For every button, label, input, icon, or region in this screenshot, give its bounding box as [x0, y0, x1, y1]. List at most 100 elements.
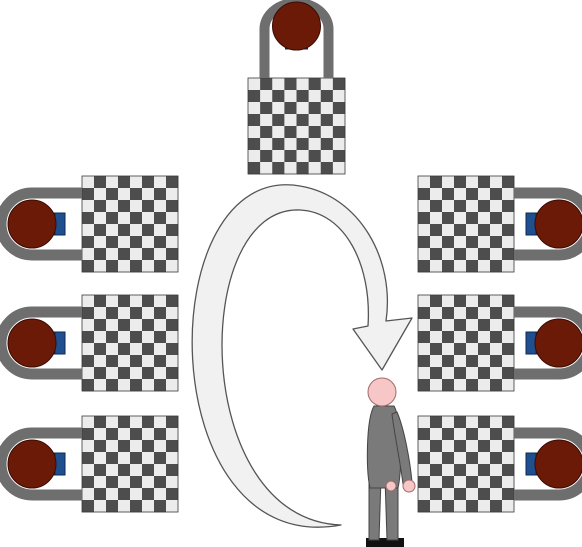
board-square [94, 212, 106, 224]
board-square [154, 452, 166, 464]
board-square [478, 295, 490, 307]
board-square [272, 150, 284, 162]
board-square [118, 224, 130, 236]
player-head [8, 200, 56, 248]
board-square [478, 248, 490, 260]
board-square [418, 476, 430, 488]
board-square [333, 150, 345, 162]
board-square [130, 319, 142, 331]
chessboard [418, 176, 514, 272]
board-square [272, 126, 284, 138]
board-square [490, 428, 502, 440]
board-square [142, 319, 154, 331]
board-square [118, 307, 130, 319]
board-square [142, 488, 154, 500]
board-square [130, 176, 142, 188]
board-square [106, 236, 118, 248]
board-square [430, 212, 442, 224]
board-square [130, 212, 142, 224]
board-square [284, 138, 296, 150]
board-square [82, 212, 94, 224]
board-square [502, 236, 514, 248]
board-square [490, 319, 502, 331]
board-square [454, 464, 466, 476]
board-square [82, 307, 94, 319]
board-square [478, 319, 490, 331]
board-square [166, 295, 178, 307]
player-head [535, 200, 582, 248]
board-square [490, 331, 502, 343]
board-square [166, 428, 178, 440]
board-square [166, 476, 178, 488]
board-square [321, 90, 333, 102]
board-square [272, 138, 284, 150]
board-square [118, 200, 130, 212]
board-square [130, 200, 142, 212]
board-square [248, 114, 260, 126]
chessboard [418, 416, 514, 512]
board-square [260, 102, 272, 114]
board-square [94, 248, 106, 260]
board-square [154, 367, 166, 379]
board-square [142, 248, 154, 260]
board-square [442, 319, 454, 331]
board-square [248, 162, 260, 174]
board-square [442, 428, 454, 440]
board-square [466, 428, 478, 440]
board-square [94, 500, 106, 512]
board-square [248, 150, 260, 162]
board-square [478, 200, 490, 212]
board-square [418, 224, 430, 236]
table-top [248, 2, 345, 174]
board-square [454, 500, 466, 512]
board-square [82, 500, 94, 512]
board-square [297, 78, 309, 90]
board-square [478, 367, 490, 379]
board-square [454, 440, 466, 452]
board-square [272, 90, 284, 102]
board-square [418, 452, 430, 464]
board-square [118, 319, 130, 331]
board-square [154, 248, 166, 260]
seated-player [1, 433, 82, 495]
table-right-2 [418, 295, 582, 391]
board-square [82, 188, 94, 200]
board-square [248, 138, 260, 150]
board-square [94, 236, 106, 248]
board-square [142, 188, 154, 200]
board-square [442, 260, 454, 272]
chessboard [248, 78, 345, 174]
board-square [490, 476, 502, 488]
board-square [418, 188, 430, 200]
board-square [502, 188, 514, 200]
board-square [333, 114, 345, 126]
board-square [454, 331, 466, 343]
board-square [478, 188, 490, 200]
board-square [418, 236, 430, 248]
board-square [106, 379, 118, 391]
board-square [490, 500, 502, 512]
board-square [106, 464, 118, 476]
board-square [466, 355, 478, 367]
board-square [106, 343, 118, 355]
board-square [272, 114, 284, 126]
board-square [454, 224, 466, 236]
board-square [502, 355, 514, 367]
board-square [442, 452, 454, 464]
board-square [490, 212, 502, 224]
board-square [502, 367, 514, 379]
board-square [272, 102, 284, 114]
seated-player [514, 433, 582, 495]
seated-player [265, 2, 329, 78]
board-square [478, 452, 490, 464]
board-square [94, 200, 106, 212]
board-square [442, 488, 454, 500]
board-square [94, 224, 106, 236]
board-square [478, 379, 490, 391]
board-square [94, 307, 106, 319]
board-square [106, 307, 118, 319]
board-square [333, 102, 345, 114]
board-square [94, 440, 106, 452]
hand-front [403, 480, 415, 492]
board-square [284, 126, 296, 138]
